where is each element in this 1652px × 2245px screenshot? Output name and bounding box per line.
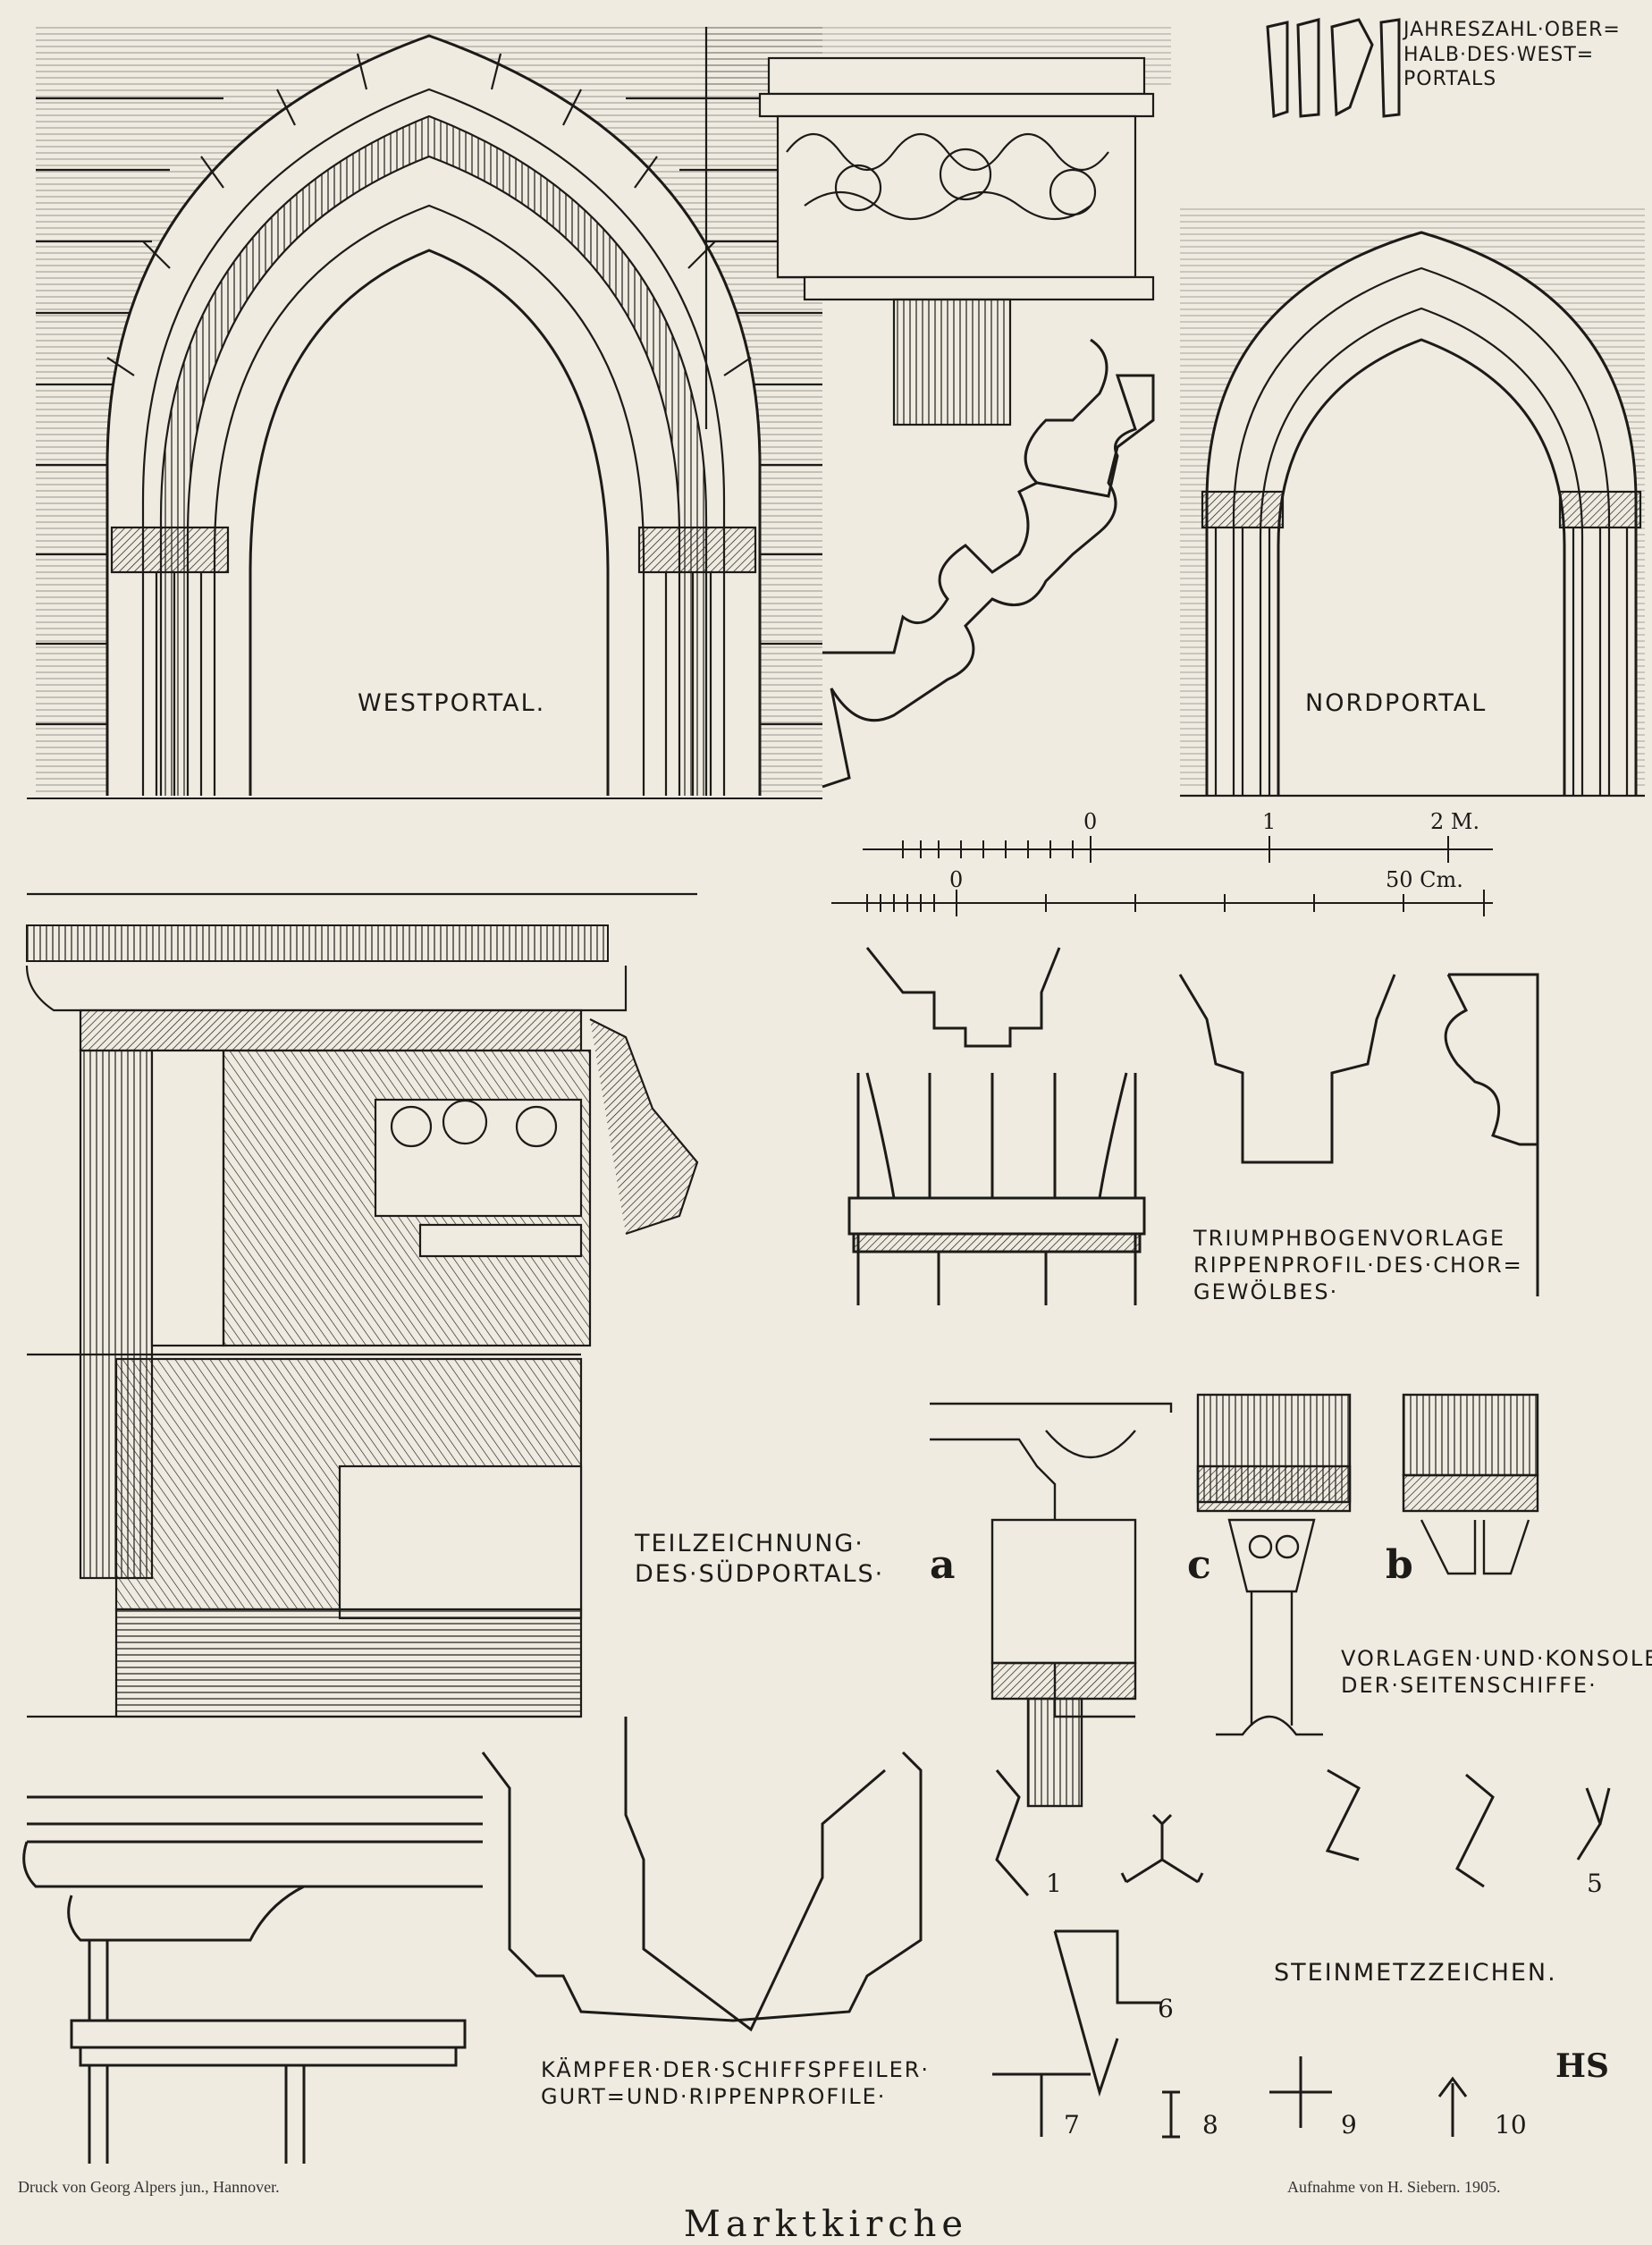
label-westportal: WESTPORTAL.	[358, 689, 546, 717]
mark-9	[1269, 2056, 1332, 2128]
mark-3	[1325, 1768, 1361, 1861]
scale-upper-0: 0	[1083, 809, 1098, 834]
mark-8	[1162, 2090, 1180, 2139]
triumph-profiles	[847, 947, 1539, 1305]
nordportal-drawing	[1180, 206, 1645, 798]
date-note: JAHRESZAHL·OBER= HALB·DES·WEST= PORTALS	[1403, 19, 1621, 90]
scale-lower-50: 50 Cm.	[1386, 867, 1463, 892]
label-nordportal: NORDPORTAL	[1305, 689, 1488, 717]
kaempfer-drawing	[22, 1717, 923, 2164]
westportal-profile	[822, 338, 1155, 789]
mark-number-10: 10	[1495, 2110, 1527, 2140]
plate-title: Marktkirche	[683, 2204, 969, 2245]
letter-b: b	[1386, 1542, 1413, 1588]
footer-printer: Druck von Georg Alpers jun., Hannover.	[18, 2178, 280, 2196]
suedportal-drawing	[25, 892, 699, 1718]
detail-a	[930, 1402, 1173, 1808]
scale-lower-0: 0	[949, 867, 964, 892]
label-vorlagen: VORLAGEN·UND·KONSOLE DER·SEITENSCHIFFE·	[1341, 1646, 1652, 1698]
mark-2	[1120, 1813, 1204, 1884]
footer-credit: Aufnahme von H. Siebern. 1905.	[1287, 2178, 1501, 2196]
mark-5	[1576, 1787, 1611, 1861]
mark-number-5: 5	[1587, 1869, 1603, 1898]
scale-bars	[831, 836, 1493, 916]
detail-c-b	[1196, 1393, 1539, 1736]
capital-detail-drawing	[704, 27, 1171, 429]
label-kaempfer: KÄMPFER·DER·SCHIFFSPFEILER· GURT=UND·RIP…	[541, 2057, 931, 2109]
letter-c: c	[1187, 1542, 1211, 1588]
mark-7	[992, 2072, 1091, 2137]
date-numerals	[1266, 18, 1401, 119]
westportal-drawing	[27, 27, 822, 799]
mark-number-7: 7	[1064, 2110, 1080, 2140]
label-teilzeichnung: TEILZEICHNUNG· DES·SÜDPORTALS·	[635, 1530, 885, 1588]
mark-number-8: 8	[1202, 2110, 1218, 2140]
monogram: HS	[1555, 2047, 1610, 2085]
mark-1	[995, 1769, 1030, 1896]
scale-upper-1: 1	[1262, 809, 1277, 834]
label-steinmetzzeichen: STEINMETZZEICHEN.	[1274, 1959, 1557, 1987]
mark-number-9: 9	[1341, 2110, 1357, 2140]
steinmetz-marks	[992, 1768, 1611, 2139]
mark-6	[1053, 1929, 1162, 2097]
mark-10	[1437, 2076, 1468, 2137]
label-triumphbogen: TRIUMPHBOGENVORLAGE RIPPENPROFIL·DES·CHO…	[1193, 1226, 1523, 1304]
mark-number-6: 6	[1158, 1994, 1174, 2023]
mark-number-1: 1	[1046, 1869, 1062, 1898]
scale-upper-2: 2 M.	[1430, 809, 1480, 834]
letter-a: a	[930, 1542, 956, 1588]
mark-4	[1455, 1773, 1495, 1888]
